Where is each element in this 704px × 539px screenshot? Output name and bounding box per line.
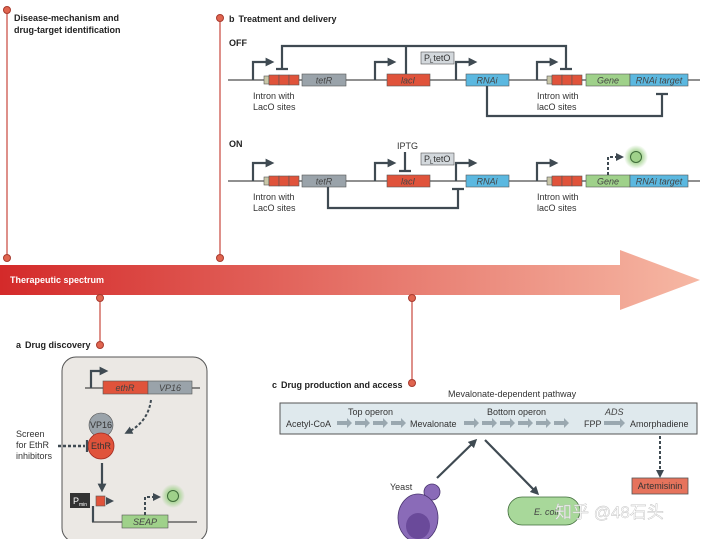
svg-text:Gene: Gene [597, 76, 619, 86]
e-coli-cell: E. coli [507, 496, 581, 526]
svg-text:inhibitors: inhibitors [16, 451, 53, 461]
watermark: 知乎 @48石头 [555, 503, 664, 522]
svg-text:for EthR: for EthR [16, 440, 50, 450]
off-circuit: tetR lacI PLtetO RNAi Gene RNAi target I… [228, 44, 700, 118]
yeast-cell [397, 483, 441, 539]
mevalonate-pathway: Acetyl-CoA Top operon Mevalonate Bottom … [279, 402, 698, 435]
svg-text:Intron with: Intron with [537, 91, 579, 101]
svg-text:E. coli: E. coli [534, 507, 560, 517]
svg-text:Top operon: Top operon [348, 407, 393, 417]
svg-text:EthR: EthR [91, 441, 112, 451]
svg-text:RNAi target: RNAi target [636, 177, 683, 187]
svg-text:PLtetO: PLtetO [424, 53, 450, 65]
artemisinin-label: Artemisinin [638, 481, 683, 491]
svg-text:tetR: tetR [316, 76, 333, 86]
svg-text:lacO sites: lacO sites [537, 203, 577, 213]
svg-text:Acetyl-CoA: Acetyl-CoA [286, 419, 331, 429]
svg-text:lacI: lacI [401, 76, 416, 86]
svg-text:Pmin: Pmin [73, 496, 87, 508]
svg-text:LacO sites: LacO sites [253, 203, 296, 213]
svg-text:Mevalonate: Mevalonate [410, 419, 457, 429]
svg-text:VP16: VP16 [159, 383, 181, 393]
svg-text:Intron with: Intron with [253, 192, 295, 202]
svg-text:RNAi target: RNAi target [636, 76, 683, 86]
svg-text:lacI: lacI [401, 177, 416, 187]
disease-title-2: drug-target identification [14, 25, 121, 35]
off-label: OFF [229, 38, 247, 48]
yeast-label: Yeast [390, 482, 413, 492]
on-circuit: tetR lacI PLtetO IPTG RNAi Gene RNAi tar… [228, 141, 700, 213]
on-label: ON [229, 139, 243, 149]
iptg-label: IPTG [397, 141, 418, 151]
svg-text:Intron with: Intron with [537, 192, 579, 202]
svg-text:VP16: VP16 [90, 420, 112, 430]
svg-text:RNAi: RNAi [476, 177, 498, 187]
pathway-title: Mevalonate-dependent pathway [448, 389, 577, 399]
svg-text:Amorphadiene: Amorphadiene [630, 419, 689, 429]
svg-text:ethR: ethR [115, 383, 135, 393]
svg-text:Gene: Gene [597, 177, 619, 187]
disease-title-1: Disease-mechanism and [14, 13, 119, 23]
svg-text:Bottom operon: Bottom operon [487, 407, 546, 417]
svg-text:lacO sites: lacO sites [537, 102, 577, 112]
svg-text:ADS: ADS [604, 407, 624, 417]
svg-text:Intron with: Intron with [253, 91, 295, 101]
svg-text:RNAi: RNAi [476, 76, 498, 86]
therapeutic-spectrum-arrow: Therapeutic spectrum [0, 250, 700, 310]
svg-text:tetR: tetR [316, 177, 333, 187]
svg-text:SEAP: SEAP [133, 517, 157, 527]
svg-text:LacO sites: LacO sites [253, 102, 296, 112]
svg-text:FPP: FPP [584, 419, 602, 429]
svg-text:Screen: Screen [16, 429, 45, 439]
drug-discovery-panel: ethR VP16 VP16 EthR Pmin SEAP [58, 356, 208, 539]
timeline-label: Therapeutic spectrum [10, 275, 104, 285]
svg-text:PLtetO: PLtetO [424, 154, 450, 166]
